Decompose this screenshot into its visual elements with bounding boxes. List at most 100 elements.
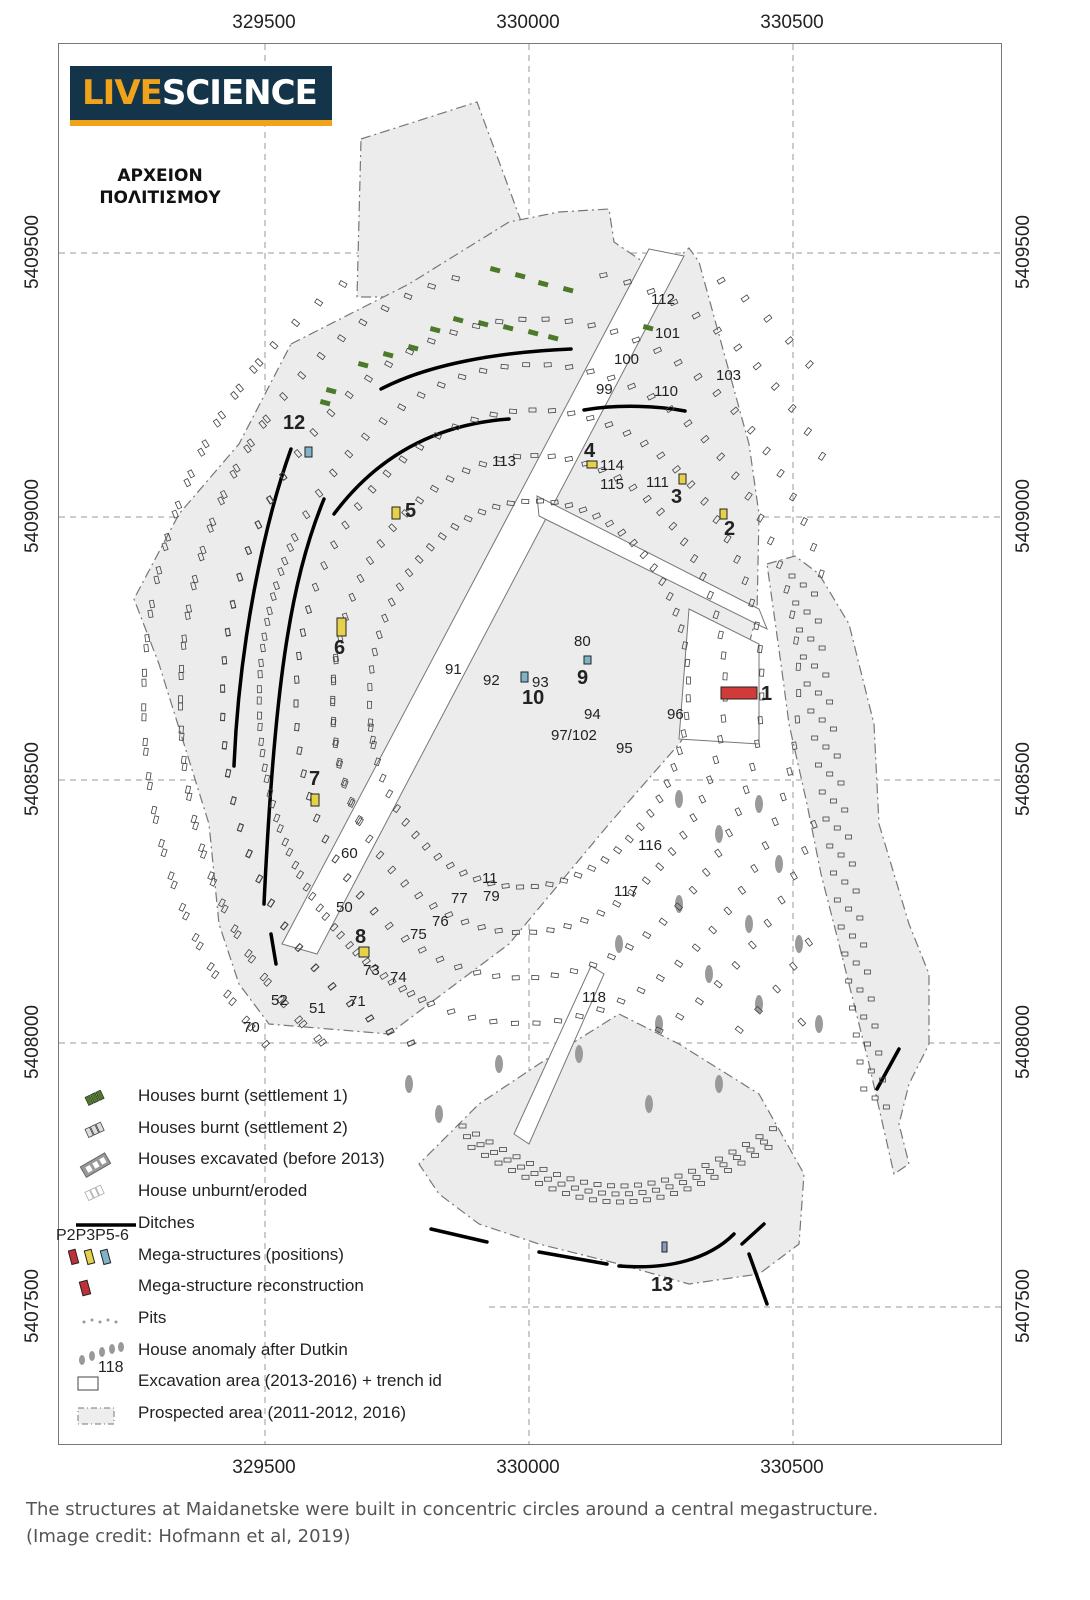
houses-layer <box>141 266 890 1205</box>
trench-id-label: 71 <box>349 993 366 1010</box>
mega-structure-7 <box>310 793 320 807</box>
trench-id-label: 51 <box>309 1000 326 1017</box>
y-axis-right-label: 5408000 <box>1013 1005 1034 1079</box>
excavated-house-icon <box>76 1151 116 1186</box>
mega-structure-8 <box>358 946 370 958</box>
mega-structure-6 <box>336 617 347 637</box>
legend-item-label: Houses excavated (before 2013) <box>138 1149 385 1169</box>
trench-id-label: 74 <box>390 969 407 986</box>
trench-id-label: 93 <box>532 674 549 691</box>
x-axis-bottom-label: 329500 <box>232 1457 296 1478</box>
mega-structure-label: 9 <box>577 667 589 689</box>
trench-id-label: 101 <box>655 325 681 342</box>
mega-structure-label: 8 <box>355 926 367 948</box>
logo-science: SCIENCE <box>161 73 318 113</box>
archive-stamp: ΑΡΧΕΙΟΝ ΠΟΛΙΤΙΣΜΟΥ <box>80 165 240 209</box>
trench-id-label: 60 <box>341 845 358 862</box>
mega-structure-label: 4 <box>584 440 596 462</box>
trench-id-label: 110 <box>654 383 678 400</box>
x-axis-top-label: 330000 <box>496 12 560 33</box>
y-axis-right-label: 5408500 <box>1013 742 1034 816</box>
legend-item-label: Mega-structure reconstruction <box>138 1276 364 1296</box>
pits-icon <box>76 1310 126 1335</box>
excavation-area-trench-id: 118 <box>98 1359 124 1377</box>
prospected-areas <box>133 101 930 1285</box>
mega-structure-label: 1 <box>761 683 773 705</box>
mega-structure-label: 10 <box>522 687 545 709</box>
trench-id-label: 52 <box>271 992 288 1009</box>
trench-id-label: 70 <box>243 1019 260 1036</box>
legend-item-label: Ditches <box>138 1212 195 1232</box>
excavation-area-icon <box>76 1373 102 1398</box>
mega-structure-label: 7 <box>309 768 321 790</box>
archive-line-1: ΑΡΧΕΙΟΝ <box>117 166 203 186</box>
mega-structure-positions-prefix: P2P3P5-6 <box>56 1226 129 1244</box>
mega-structure-positions-icon <box>67 1247 118 1274</box>
y-axis-left-label: 5408500 <box>22 742 43 816</box>
mega-structure-1 <box>720 686 758 700</box>
trench-id-label: 113 <box>492 453 516 470</box>
trench-id-label: 103 <box>716 367 742 384</box>
burnt-house-green-icon <box>76 1088 110 1113</box>
mega-structure-13 <box>661 1241 668 1253</box>
trench-id-label: 94 <box>584 706 601 723</box>
trench-id-label: 96 <box>667 706 684 723</box>
trench-id-label: 77 <box>451 890 468 907</box>
trench-id-label: 118 <box>582 989 606 1006</box>
trench-id-label: 76 <box>432 913 449 930</box>
trench-id-label: 91 <box>445 661 462 678</box>
trench-id-label: 100 <box>614 351 640 368</box>
y-axis-right-label: 5409000 <box>1013 479 1034 553</box>
legend-item-label: Pits <box>138 1307 167 1327</box>
trench-id-label: 116 <box>638 837 662 854</box>
legend-item-label: Prospected area (2011-2012, 2016) <box>138 1403 407 1422</box>
caption-line-1: The structures at Maidanetske were built… <box>26 1499 879 1520</box>
legend-item-label: Mega-structures (positions) <box>138 1244 344 1264</box>
mega-structure-2 <box>719 508 728 520</box>
mega-structure-3 <box>678 473 687 485</box>
y-axis-left-label: 5408000 <box>22 1005 43 1079</box>
legend-item-label: House anomaly after Dutkin <box>138 1339 348 1359</box>
trench-id-label: 50 <box>336 899 353 916</box>
trench-id-label: 75 <box>410 926 427 943</box>
x-axis-top-label: 330500 <box>760 12 824 33</box>
ditch-line-icon <box>76 1215 136 1240</box>
mega-structure-reconstruction-icon <box>76 1278 96 1305</box>
trench-id-label: 115 <box>600 476 624 493</box>
mega-structure-10 <box>520 671 529 683</box>
mega-structure-12 <box>304 446 313 458</box>
trench-id-label: 11 <box>482 870 498 887</box>
mega-structure-9 <box>583 655 592 665</box>
mega-structure-label: 3 <box>671 486 683 508</box>
trench-id-label: 97/102 <box>551 727 597 744</box>
trench-id-label: 79 <box>483 888 500 905</box>
legend-item-label: Houses burnt (settlement 1) <box>138 1086 348 1105</box>
trench-id-label: 95 <box>616 740 633 757</box>
trench-id-label: 114 <box>600 457 624 474</box>
mega-structure-label: 5 <box>405 500 417 522</box>
mega-structure-label: 6 <box>334 637 346 659</box>
trench-id-label: 92 <box>483 672 500 689</box>
x-axis-top-label: 329500 <box>232 12 296 33</box>
caption-credit: (Image credit: Hofmann et al, 2019) <box>26 1526 351 1547</box>
mega-structure-label: 2 <box>724 518 736 540</box>
trench-id-label: 80 <box>574 633 591 650</box>
logo-live: LIVE <box>82 73 163 113</box>
unburnt-house-icon <box>76 1183 110 1208</box>
mega-structure-label: 13 <box>651 1274 674 1296</box>
mega-structure-markers <box>304 446 758 1253</box>
legend-item-label: House unburnt/eroded <box>138 1181 308 1201</box>
prospected-area-east <box>766 555 930 1175</box>
ditches <box>232 347 901 1306</box>
y-axis-left-label: 5409500 <box>22 215 43 289</box>
archive-line-2: ΠΟΛΙΤΙΣΜΟΥ <box>99 188 221 208</box>
trench-id-label: 117 <box>614 883 638 900</box>
house-anomaly-icon <box>76 1341 126 1373</box>
mega-structure-label: 12 <box>283 412 306 434</box>
trench-id-label: 112 <box>651 291 675 308</box>
prospected-area-icon <box>76 1405 116 1432</box>
trench-id-label: 99 <box>596 381 613 398</box>
site-plan-map <box>59 44 1001 1444</box>
trench-id-label: 111 <box>646 474 669 491</box>
x-axis-bottom-label: 330500 <box>760 1457 824 1478</box>
